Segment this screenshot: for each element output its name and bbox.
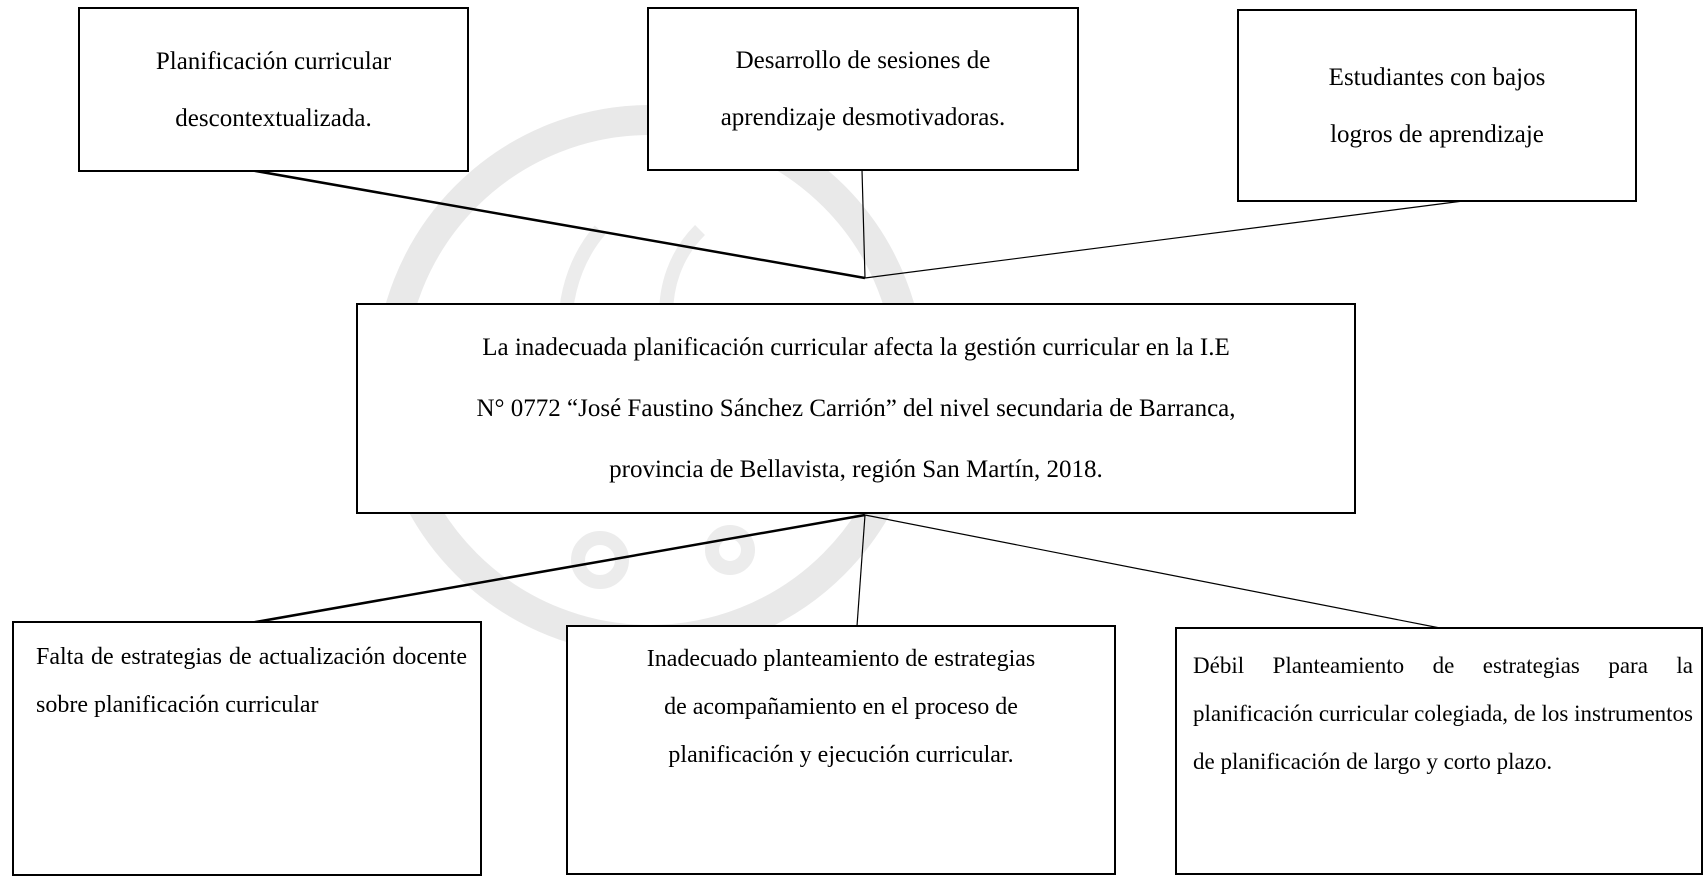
- effect-1-line-1: Planificación curricular: [155, 47, 392, 75]
- cause-1-text: Falta de estrategias de actualización do…: [36, 644, 467, 718]
- effect-box-1: Planificación curricular descontextualiz…: [78, 7, 469, 172]
- problem-line-3: provincia de Bellavista, región San Mart…: [609, 456, 1103, 483]
- cause-box-1: Falta de estrategias de actualización do…: [12, 621, 482, 876]
- connector-effect-1: [249, 168, 866, 280]
- cause-3-text: Débil Planteamiento de estrategias para …: [1193, 653, 1693, 774]
- connector-cause-3: [864, 514, 1441, 629]
- connector-effect-3: [864, 200, 1464, 279]
- central-problem-box: La inadecuada planificación curricular a…: [356, 303, 1356, 514]
- connector-cause-1: [249, 513, 866, 625]
- cause-2-line-1: Inadecuado planteamiento de estrategias: [646, 646, 1036, 672]
- cause-box-3: Débil Planteamiento de estrategias para …: [1175, 627, 1703, 875]
- problem-line-1: La inadecuada planificación curricular a…: [482, 334, 1230, 361]
- effect-box-3: Estudiantes con bajos logros de aprendiz…: [1237, 9, 1637, 202]
- cause-box-2: Inadecuado planteamiento de estrategias …: [566, 625, 1116, 875]
- effect-2-line-2: aprendizaje desmotivadoras.: [720, 104, 1006, 131]
- problem-line-2: N° 0772 “José Faustino Sánchez Carrión” …: [476, 395, 1236, 422]
- effect-box-2: Desarrollo de sesiones de aprendizaje de…: [647, 7, 1079, 171]
- connector-cause-2: [856, 514, 866, 627]
- connector-effect-2: [861, 169, 866, 279]
- effect-3-line-1: Estudiantes con bajos: [1328, 63, 1546, 91]
- effect-2-line-1: Desarrollo de sesiones de: [735, 47, 991, 74]
- effect-1-line-2: descontextualizada.: [175, 104, 372, 132]
- cause-2-line-2: de acompañamiento en el proceso de: [664, 694, 1018, 720]
- cause-2-line-3: planificación y ejecución curricular.: [668, 742, 1014, 768]
- effect-3-line-2: logros de aprendizaje: [1330, 120, 1544, 148]
